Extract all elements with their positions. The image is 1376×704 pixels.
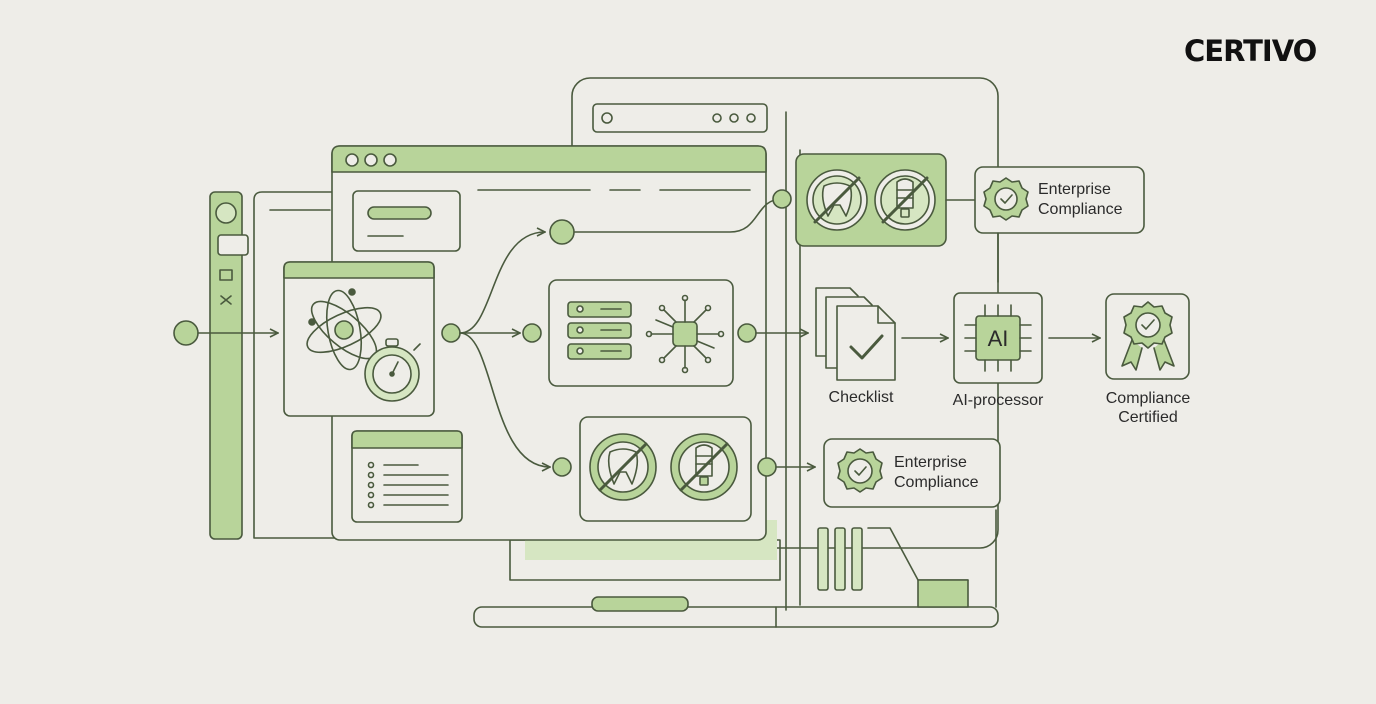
checklist-documents [815, 287, 948, 381]
bottom-prohibited-panel [579, 416, 815, 522]
enterprise-top-line1: Enterprise [1038, 181, 1111, 198]
ai-processor-chip [953, 292, 1100, 384]
server-output-connector [737, 323, 808, 343]
ai-processor-label: AI-processor [952, 392, 1044, 409]
back-window [253, 191, 341, 539]
neural-chip-icon [645, 294, 725, 374]
list-panel [351, 430, 463, 523]
input-node [173, 320, 278, 346]
checklist-label: Checklist [828, 389, 894, 406]
device-vents [817, 527, 969, 608]
left-sidebar [209, 191, 249, 540]
enterprise-bottom-line2: Compliance [894, 474, 979, 491]
certified-line1: Compliance [1105, 390, 1191, 407]
enterprise-bottom-line1: Enterprise [894, 454, 967, 471]
enterprise-top-line2: Compliance [1038, 201, 1123, 218]
background-device-frame [473, 77, 999, 628]
compliance-certified-badge [1105, 293, 1190, 380]
certified-line2: Certified [1118, 409, 1178, 426]
branch-connectors [441, 198, 783, 477]
enterprise-compliance-card-top [974, 166, 1145, 283]
stopwatch-icon [364, 338, 421, 402]
enterprise-compliance-card-bottom [823, 438, 1001, 508]
server-neural-panel [548, 279, 734, 387]
brand-logo: CERTIVO [1184, 34, 1317, 68]
ai-chip-text: AI [988, 326, 1009, 351]
top-prohibited-panel [772, 153, 976, 247]
